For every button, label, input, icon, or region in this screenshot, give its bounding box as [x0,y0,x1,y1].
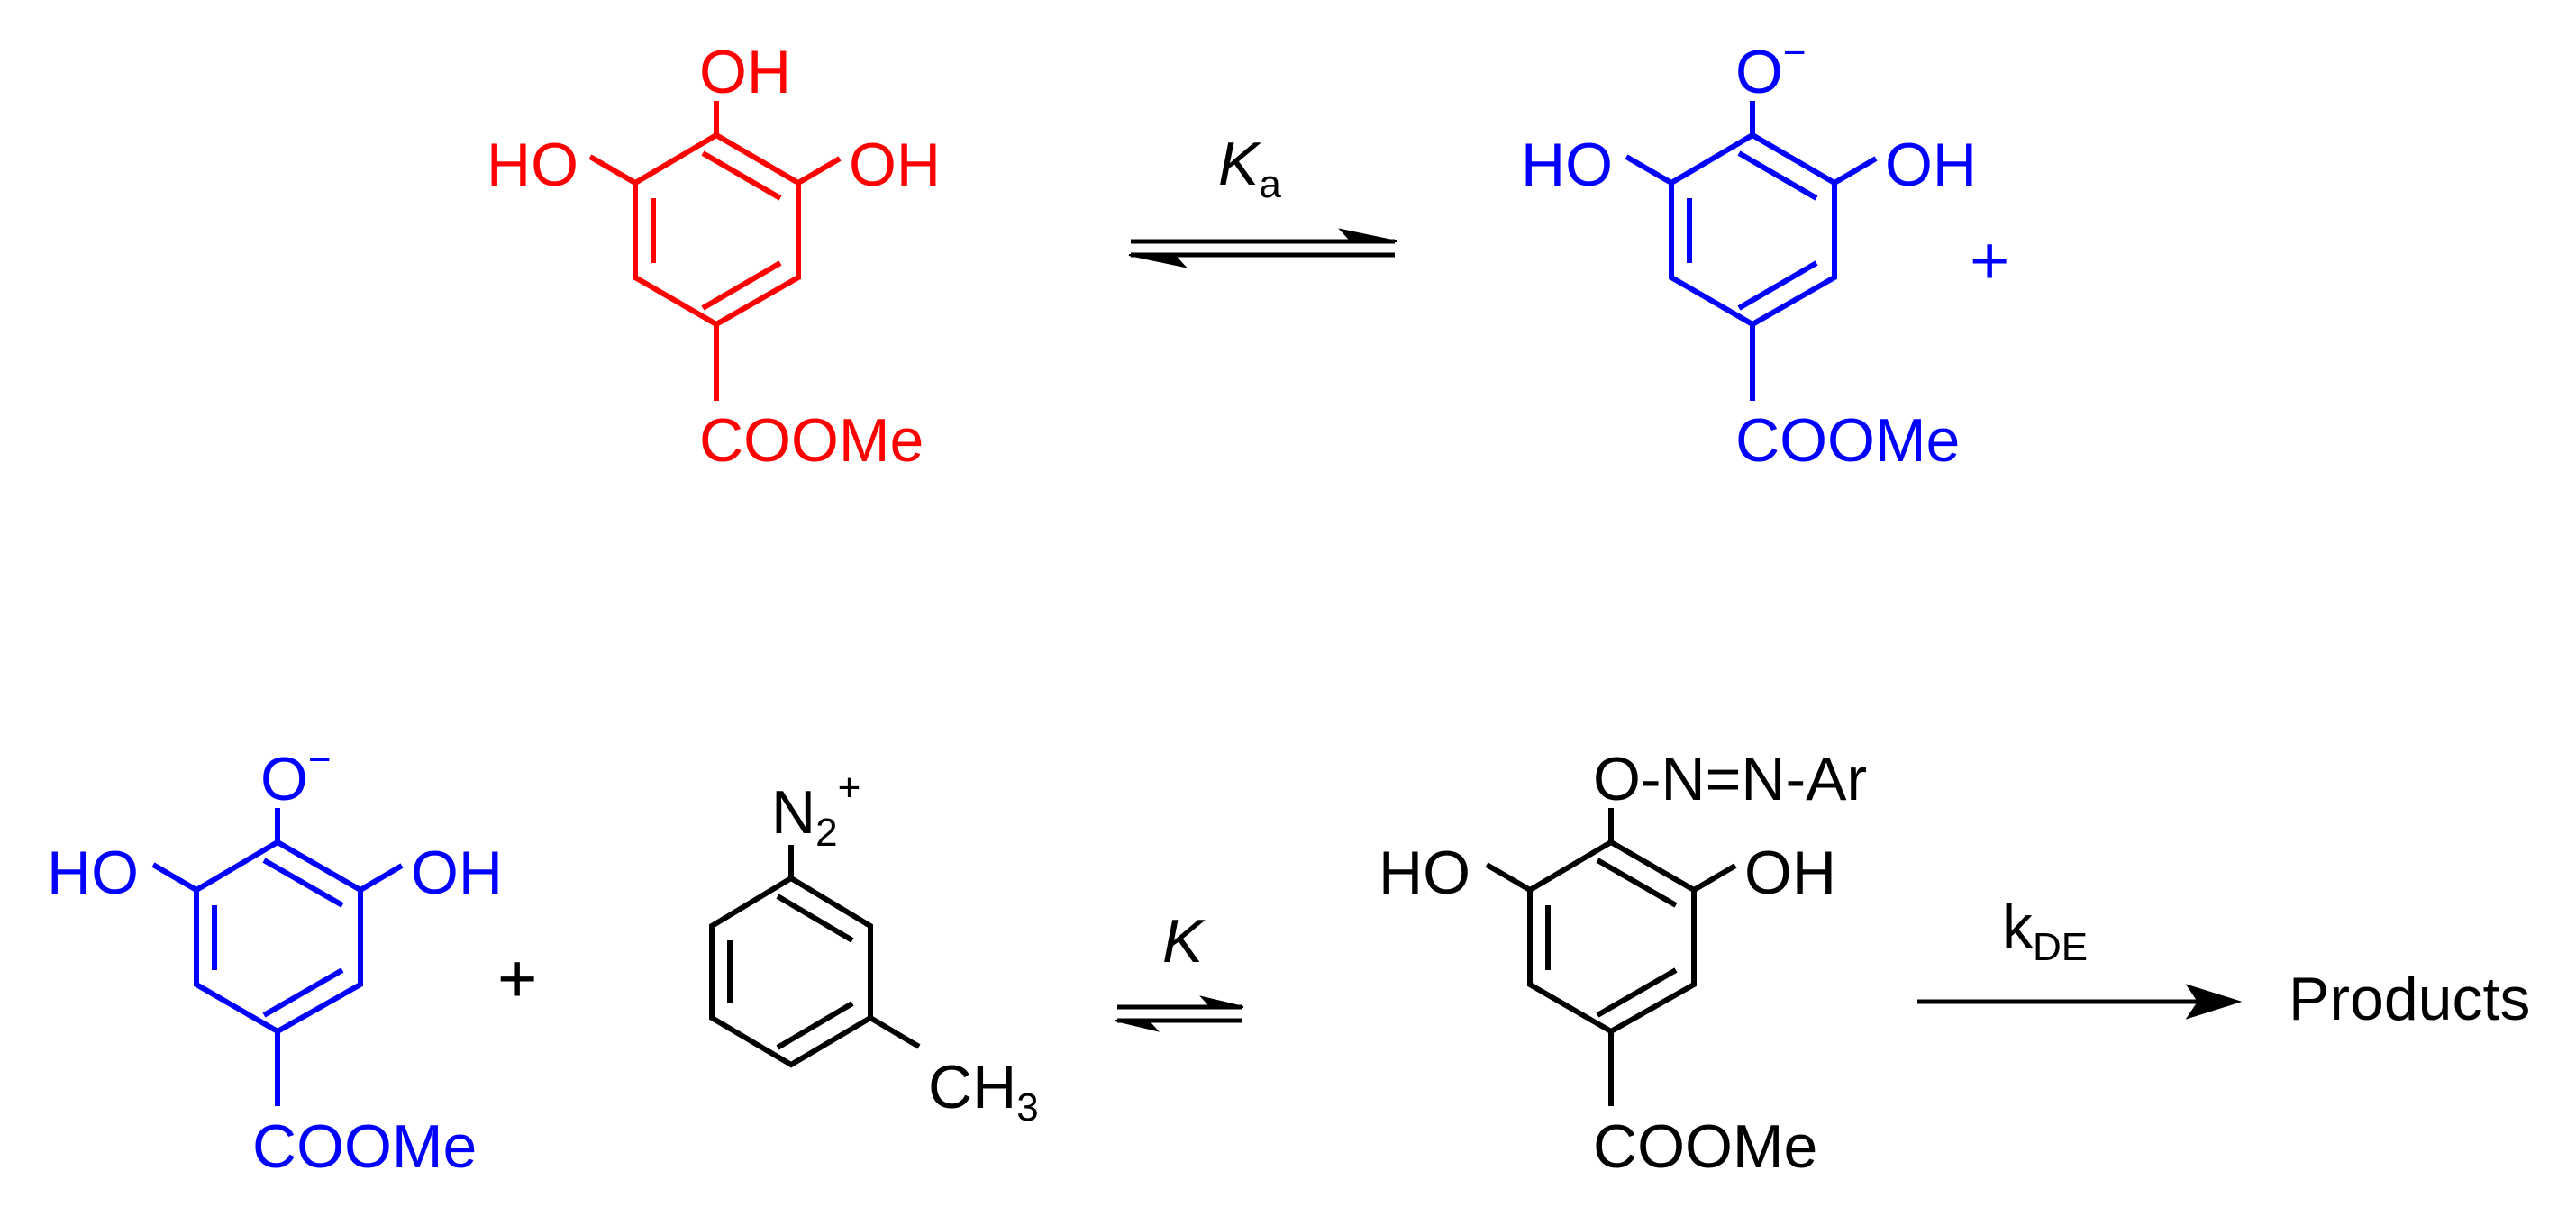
product-right-oh: OH [1885,131,1977,199]
ring-inner-bond [776,1001,854,1050]
diazonium-molecule [709,845,921,1068]
ring-inner-bond [1596,858,1678,908]
phenoxide-reactant-molecule [151,808,404,1106]
ring-inner-bond [701,150,782,201]
product-ester: COOMe [1735,406,1960,475]
ka-label: Ka [1218,130,1281,206]
forward-arrow-head [1338,228,1397,242]
equilibrium-arrow-ka [1128,228,1397,268]
bond-to-left-oh [151,862,198,893]
bond-to-right-oh [1692,863,1737,893]
bond-to-methyl [869,1015,921,1049]
diazo-ether-molecule [1485,808,1737,1106]
ring-inner-bond [1596,967,1678,1018]
bond-to-left-oh [1485,862,1532,893]
ring-inner-bond [262,858,344,908]
reverse-arrow-head [1115,1020,1160,1032]
forward-arrow-head [1199,995,1244,1008]
phenoxide-oxide: O− [260,738,332,813]
kde-label: kDE [2002,893,2088,969]
adduct-ester: COOMe [1593,1112,1817,1181]
diazonium-group: N2+ [771,766,860,855]
adduct-right-oh: OH [1744,839,1836,907]
reactant-left-ho: HO [487,131,578,199]
phenoxide-right-oh: OH [411,839,503,907]
product-left-ho: HO [1521,131,1613,199]
reactant-ester: COOMe [699,406,924,475]
reactant-top-oh: OH [699,38,791,106]
phenoxide-molecule [1625,101,1878,401]
ring-inner-bond [1737,150,1818,201]
ring-inner-bond [701,260,782,311]
methyl-group: CH3 [928,1053,1039,1130]
k-label: K [1162,907,1206,976]
ring-inner-bond [776,894,854,943]
bond-to-left-oh [588,154,637,186]
benzene-ring-black [709,875,873,1068]
adduct-diazo-ether: O-N=N-Ar [1593,745,1867,813]
reverse-arrow-head [1128,254,1188,268]
bond-to-right-oh [796,156,842,186]
adduct-left-ho: HO [1379,839,1470,907]
bond-to-right-oh [1833,156,1878,186]
ring-inner-bond [1737,260,1818,311]
products-label: Products [2289,965,2530,1033]
ring-inner-bond [262,967,344,1018]
bond-to-left-oh [1625,154,1673,186]
product-oxide: O− [1735,31,1807,106]
equilibrium-arrow-k [1115,995,1244,1032]
phenoxide-left-ho: HO [47,839,139,907]
bond-to-right-oh [359,863,404,893]
reaction-arrow-head [2185,984,2243,1020]
plus-sign-blue: + [1970,222,2009,299]
reactant-right-oh: OH [849,131,941,199]
plus-sign: + [497,940,537,1017]
reaction-arrow-kde [1917,984,2243,1020]
phenoxide-ester: COOMe [252,1112,477,1181]
methyl-gallate-molecule [588,101,842,401]
